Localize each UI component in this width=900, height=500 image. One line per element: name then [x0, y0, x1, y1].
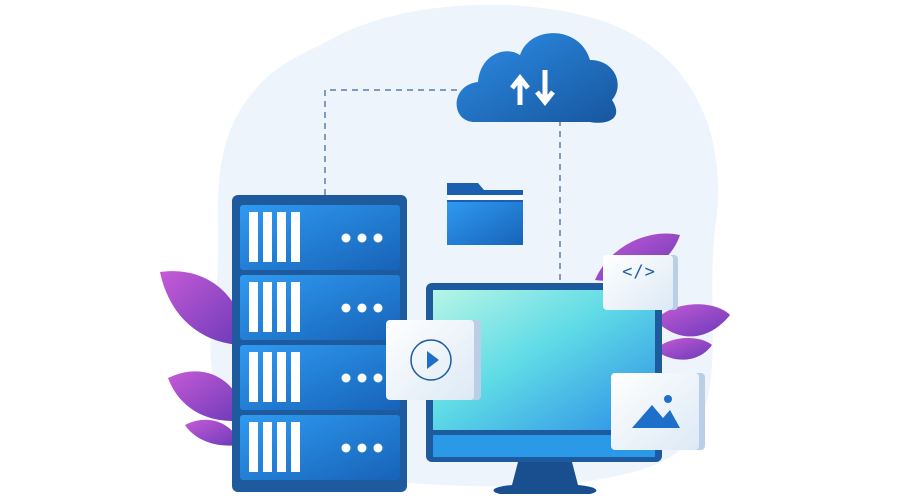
play-icon — [410, 339, 452, 381]
video-card[interactable] — [386, 320, 481, 400]
image-icon — [632, 395, 680, 428]
leaf-icon — [160, 271, 245, 446]
code-icon: </> — [622, 262, 656, 282]
dashed-connector — [324, 89, 460, 195]
image-card[interactable] — [611, 373, 705, 450]
cloud-sync-icon — [456, 33, 618, 123]
folder-icon — [447, 183, 523, 245]
code-card[interactable] — [603, 255, 678, 310]
server-rack-icon — [232, 195, 407, 492]
